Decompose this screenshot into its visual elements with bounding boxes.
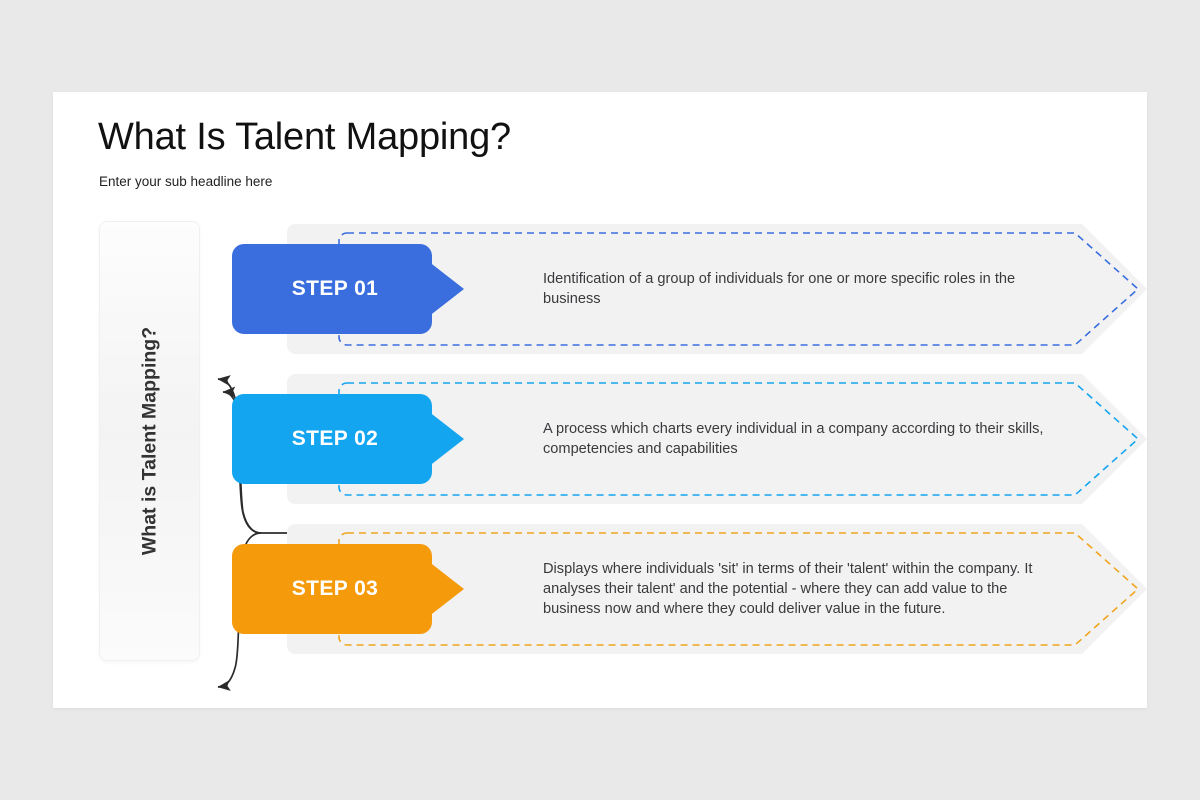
step-badge-body	[232, 244, 432, 334]
step-badge[interactable]: STEP 01	[232, 244, 464, 334]
side-panel-label: What is Talent Mapping?	[138, 326, 160, 556]
step-badge-body	[232, 394, 432, 484]
step-description-text: Displays where individuals 'sit' in term…	[543, 561, 1033, 617]
step-badge-label: STEP 01	[291, 277, 379, 300]
page-subtitle: Enter your sub headline here	[99, 174, 273, 189]
step-badge-label: STEP 03	[291, 577, 379, 600]
step-description: Displays where individuals 'sit' in term…	[543, 524, 1063, 654]
step-description-text: A process which charts every individual …	[543, 421, 1044, 457]
step-description: Identification of a group of individuals…	[543, 224, 1063, 354]
step-description-text: Identification of a group of individuals…	[543, 271, 1016, 307]
side-panel: What is Talent Mapping?	[100, 222, 199, 660]
step-badge-arrow-tip	[428, 411, 464, 467]
slide-card: What Is Talent Mapping? Enter your sub h…	[53, 92, 1147, 708]
step-chevron-dashed-outline	[338, 532, 1140, 646]
step-chevron-dashed-outline	[338, 232, 1140, 346]
step-badge-label: STEP 02	[291, 427, 379, 450]
step-badge-body	[232, 544, 432, 634]
step-chevron-dashed-outline	[338, 382, 1140, 496]
step-badge[interactable]: STEP 02	[232, 394, 464, 484]
step-badge[interactable]: STEP 03	[232, 544, 464, 634]
step-badge-arrow-tip	[428, 561, 464, 617]
step-badge-arrow-tip	[428, 261, 464, 317]
page-title: What Is Talent Mapping?	[98, 116, 511, 158]
step-description: A process which charts every individual …	[543, 374, 1063, 504]
